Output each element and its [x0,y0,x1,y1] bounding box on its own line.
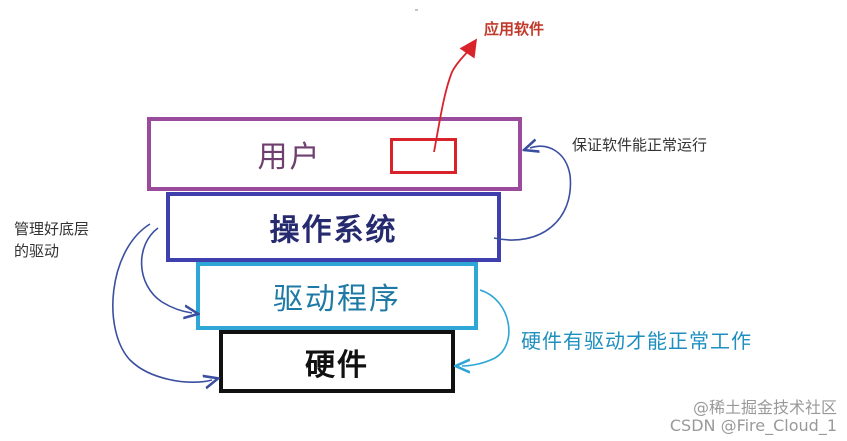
layer-hardware-label: 硬件 [305,347,369,383]
watermark: @稀土掘金技术社区 CSDN @Fire_Cloud_1 [670,399,837,435]
note-ensure-software: 保证软件能正常运行 [572,136,708,154]
layer-operating-system: 操作系统 [166,192,501,262]
arrow-os-to-driver [140,227,192,313]
note-application: 应用软件 [484,20,545,38]
layer-hardware: 硬件 [219,330,455,393]
note-hardware-driver: 硬件有驱动才能正常工作 [521,329,752,353]
note-manage-drivers: 管理好底层 的驱动 [14,218,89,262]
arrow-os-to-hardware [112,223,212,382]
watermark-line2: CSDN @Fire_Cloud_1 [669,416,837,435]
watermark-line1: @稀土掘金技术社区 [692,398,837,417]
layer-os-label: 操作系统 [269,213,398,248]
layer-driver: 驱动程序 [196,262,478,330]
layer-user: 用户 [147,117,522,191]
note-manage-line2: 的驱动 [14,242,60,260]
layer-user-label: 用户 [257,140,322,175]
note-manage-line1: 管理好底层 [14,220,90,238]
arrow-app-to-label [433,38,477,153]
arrow-os-to-user [493,146,572,241]
arrow-driver-to-hardware [462,289,510,366]
layer-driver-label: 驱动程序 [273,282,401,317]
application-highlight-box [390,138,457,174]
